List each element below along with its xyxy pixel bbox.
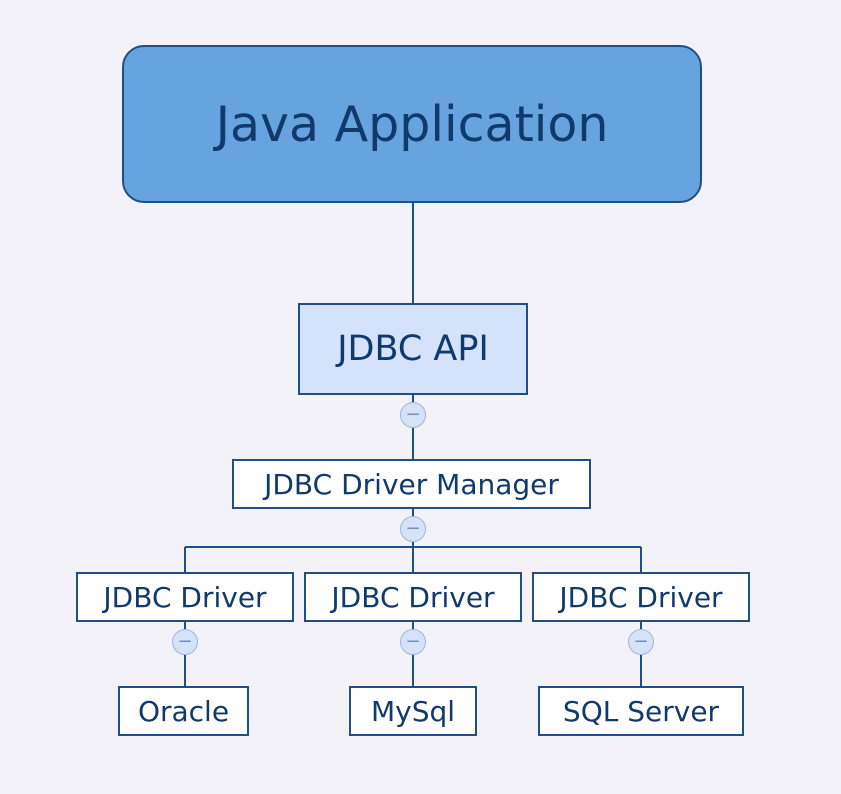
mysql-label: MySql bbox=[370, 694, 456, 728]
mysql-node[interactable]: MySql bbox=[349, 686, 477, 736]
jdbc-driver-label: JDBC Driver bbox=[103, 580, 267, 614]
minus-icon: − bbox=[405, 404, 421, 425]
jdbc-driver-manager-node[interactable]: JDBC Driver Manager bbox=[232, 459, 591, 509]
java-application-node[interactable]: Java Application bbox=[122, 45, 702, 203]
collapse-driver-sqlserver-icon[interactable]: − bbox=[628, 629, 654, 655]
collapse-driver-mysql-icon[interactable]: − bbox=[400, 629, 426, 655]
jdbc-driver-node-sqlserver[interactable]: JDBC Driver bbox=[532, 572, 750, 622]
jdbc-driver-node-mysql[interactable]: JDBC Driver bbox=[304, 572, 522, 622]
sql-server-node[interactable]: SQL Server bbox=[538, 686, 744, 736]
oracle-node[interactable]: Oracle bbox=[118, 686, 249, 736]
sql-server-label: SQL Server bbox=[562, 694, 720, 728]
minus-icon: − bbox=[177, 631, 193, 652]
jdbc-driver-label: JDBC Driver bbox=[559, 580, 723, 614]
minus-icon: − bbox=[405, 518, 421, 539]
java-application-label: Java Application bbox=[215, 95, 609, 153]
minus-icon: − bbox=[633, 631, 649, 652]
collapse-jdbc-api-icon[interactable]: − bbox=[400, 402, 426, 428]
jdbc-driver-label: JDBC Driver bbox=[331, 580, 495, 614]
minus-icon: − bbox=[405, 631, 421, 652]
collapse-driver-manager-icon[interactable]: − bbox=[400, 516, 426, 542]
jdbc-driver-manager-label: JDBC Driver Manager bbox=[264, 467, 559, 501]
collapse-driver-oracle-icon[interactable]: − bbox=[172, 629, 198, 655]
jdbc-api-node[interactable]: JDBC API bbox=[298, 303, 528, 395]
jdbc-api-label: JDBC API bbox=[337, 329, 489, 369]
oracle-label: Oracle bbox=[137, 694, 230, 728]
jdbc-driver-node-oracle[interactable]: JDBC Driver bbox=[76, 572, 294, 622]
